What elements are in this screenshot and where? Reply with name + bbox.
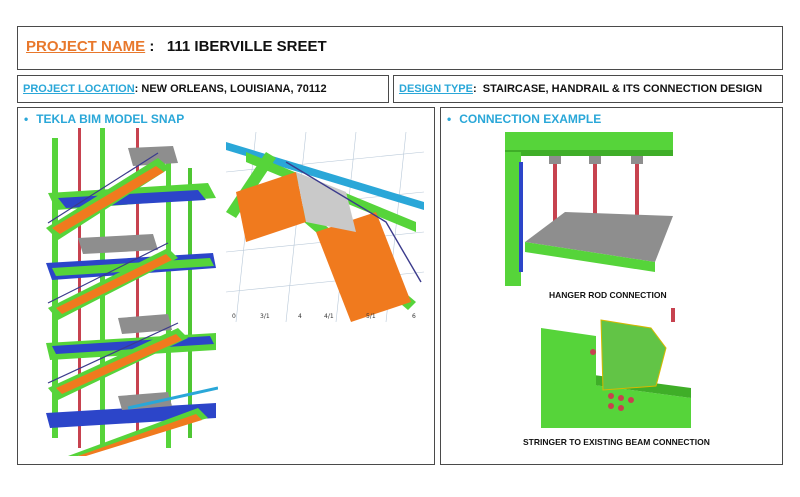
project-location-line: PROJECT LOCATION: NEW ORLEANS, LOUISIANA… bbox=[23, 83, 327, 95]
project-location-box: PROJECT LOCATION: NEW ORLEANS, LOUISIANA… bbox=[17, 75, 389, 103]
bullet-icon: • bbox=[24, 112, 29, 126]
connection-example-heading-text: CONNECTION EXAMPLE bbox=[459, 112, 602, 126]
design-type-line: DESIGN TYPE: STAIRCASE, HANDRAIL & ITS C… bbox=[399, 83, 762, 95]
staircase-tower-drawing bbox=[38, 128, 218, 456]
design-type-box: DESIGN TYPE: STAIRCASE, HANDRAIL & ITS C… bbox=[393, 75, 783, 103]
bim-model-heading: • TEKLA BIM MODEL SNAP bbox=[24, 112, 184, 126]
grid-label: 0 bbox=[232, 313, 236, 320]
grid-label: 4 bbox=[298, 313, 302, 320]
project-location-separator: : bbox=[134, 83, 139, 95]
hanger-rod-caption: HANGER ROD CONNECTION bbox=[549, 290, 667, 300]
connection-example-panel: • CONNECTION EXAMPLE HANGER ROD CONNECTIO… bbox=[440, 107, 783, 465]
hanger-rod-image bbox=[505, 132, 673, 286]
project-location-label: PROJECT LOCATION bbox=[23, 83, 135, 95]
grid-label: 5/1 bbox=[366, 313, 376, 320]
grid-label: 6 bbox=[412, 313, 416, 320]
design-type-label: DESIGN TYPE bbox=[399, 83, 473, 95]
connection-example-heading: • CONNECTION EXAMPLE bbox=[447, 112, 601, 126]
staircase-section-image: 0 3/1 4 4/1 5/1 6 bbox=[226, 132, 424, 322]
design-type-value: STAIRCASE, HANDRAIL & ITS CONNECTION DES… bbox=[476, 83, 763, 95]
project-name-value: 111 IBERVILLE SREET bbox=[166, 38, 327, 55]
project-name-label: PROJECT NAME bbox=[26, 38, 146, 55]
bullet-icon: • bbox=[447, 112, 452, 126]
bim-model-panel: • TEKLA BIM MODEL SNAP bbox=[17, 107, 435, 465]
hanger-rod-drawing bbox=[505, 132, 673, 286]
stringer-connection-drawing bbox=[541, 308, 691, 428]
grid-label: 4/1 bbox=[324, 313, 334, 320]
stringer-connection-caption: STRINGER TO EXISTING BEAM CONNECTION bbox=[523, 437, 710, 447]
stringer-connection-image bbox=[541, 308, 691, 428]
project-location-value: NEW ORLEANS, LOUISIANA, 70112 bbox=[138, 83, 327, 95]
project-name-line: PROJECT NAME : 111 IBERVILLE SREET bbox=[26, 38, 327, 55]
grid-label: 3/1 bbox=[260, 313, 270, 320]
design-type-separator: : bbox=[472, 83, 477, 95]
staircase-tower-image bbox=[38, 128, 218, 456]
project-name-box: PROJECT NAME : 111 IBERVILLE SREET bbox=[17, 26, 783, 70]
bim-model-heading-text: TEKLA BIM MODEL SNAP bbox=[36, 112, 185, 126]
project-name-separator: : bbox=[145, 38, 155, 55]
staircase-section-drawing: 0 3/1 4 4/1 5/1 6 bbox=[226, 132, 424, 322]
